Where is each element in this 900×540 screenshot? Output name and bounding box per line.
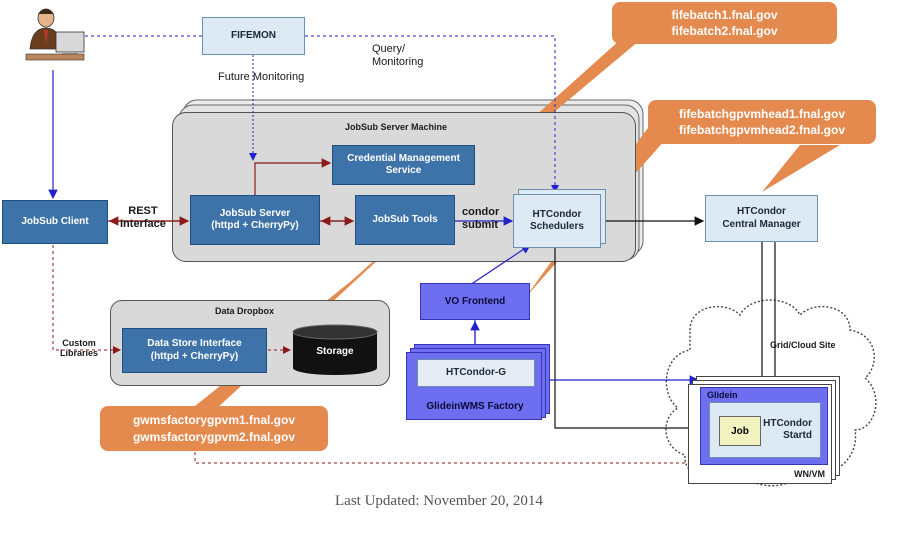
custom-libraries-line1: Custom: [62, 338, 96, 348]
custom-libraries-label: Custom Libraries: [60, 338, 98, 359]
fifemon-box[interactable]: FIFEMON: [202, 17, 305, 55]
htcondor-schedulers-box[interactable]: HTCondor Schedulers: [513, 194, 601, 248]
user-figure: [18, 4, 88, 70]
data-store-interface-label: Data Store Interface: [147, 338, 242, 349]
condor-submit-line2: submit: [462, 218, 499, 231]
htcondor-startd-label: HTCondor: [763, 417, 812, 429]
future-monitoring-label: Future Monitoring: [218, 71, 305, 83]
gpvmhead-callout: fifebatchgpvmhead1.fnal.gov fifebatchgpv…: [648, 100, 876, 144]
storage-label: Storage: [316, 346, 354, 357]
jobsub-server-sublabel: (httpd + CherryPy): [211, 220, 299, 231]
central-manager-sublabel: Central Manager: [722, 218, 801, 230]
jobsub-tools-label: JobSub Tools: [372, 213, 438, 225]
server-machine-title: JobSub Server Machine: [345, 122, 448, 132]
grid-cloud-site-label: Grid/Cloud Site: [770, 340, 836, 350]
vo-frontend-box[interactable]: VO Frontend: [420, 283, 530, 320]
wnvm-label: WN/VM: [794, 469, 825, 479]
jobsub-server-box[interactable]: JobSub Server (httpd + CherryPy): [190, 195, 320, 245]
condor-submit-label: condor submit: [462, 206, 499, 231]
htcondor-g-box[interactable]: HTCondor-G: [417, 359, 535, 387]
data-store-interface-sublabel: (httpd + CherryPy): [150, 350, 239, 362]
fifebatch-callout: fifebatch1.fnal.gov fifebatch2.fnal.gov: [612, 2, 837, 44]
jobsub-client-label: JobSub Client: [21, 215, 89, 227]
htcondor-schedulers-sublabel: Schedulers: [530, 221, 584, 232]
factory-callout: gwmsfactorygpvm1.fnal.gov gwmsfactorygpv…: [100, 406, 328, 451]
fifebatch-host-1: fifebatch1.fnal.gov: [671, 7, 778, 22]
htcondor-startd-sublabel: Startd: [783, 430, 812, 441]
central-manager-box[interactable]: HTCondor Central Manager: [705, 195, 818, 242]
job-label: Job: [731, 425, 749, 437]
vo-frontend-label: VO Frontend: [444, 296, 506, 307]
job-box[interactable]: Job: [719, 416, 761, 446]
storage-cylinder[interactable]: Storage: [292, 324, 378, 376]
credential-management-label: Credential Management Service: [347, 152, 460, 177]
jobsub-server-label: JobSub Server: [219, 207, 291, 219]
rest-line1: REST: [128, 205, 158, 217]
data-store-interface-box[interactable]: Data Store Interface (httpd + CherryPy): [122, 328, 267, 373]
last-updated-text: Last Updated: November 20, 2014: [335, 493, 543, 509]
jobsub-tools-box[interactable]: JobSub Tools: [355, 195, 455, 245]
central-manager-label: HTCondor: [737, 206, 786, 217]
credential-management-box[interactable]: Credential Management Service: [332, 145, 475, 185]
fifebatch-callout-pointer-2: [762, 145, 840, 192]
htcondor-schedulers-label: HTCondor: [532, 208, 582, 220]
glidein-box[interactable]: Glidein HTCondor Startd Job: [700, 387, 828, 465]
factory-host-2: gwmsfactorygpvm2.fnal.gov: [132, 429, 296, 444]
glideinwms-factory-box[interactable]: HTCondor-G GlideinWMS Factory: [406, 352, 542, 420]
fifemon-label: FIFEMON: [231, 29, 276, 41]
data-dropbox-title: Data Dropbox: [215, 306, 275, 316]
gpvmhead-host-2: fifebatchgpvmhead2.fnal.gov: [678, 123, 846, 137]
gpvmhead-host-1: fifebatchgpvmhead1.fnal.gov: [678, 106, 846, 121]
factory-host-1: gwmsfactorygpvm1.fnal.gov: [132, 413, 296, 428]
htcondor-g-label: HTCondor-G: [446, 366, 506, 378]
condor-submit-line1: condor: [462, 206, 500, 218]
query-monitoring-label: Query/ Monitoring: [372, 43, 424, 68]
jobsub-client-box[interactable]: JobSub Client: [2, 200, 108, 244]
rest-interface-label: REST Interface: [120, 205, 166, 230]
glideinwms-factory-label: GlideinWMS Factory: [426, 401, 524, 412]
fifebatch-host-2: fifebatch2.fnal.gov: [671, 24, 778, 38]
custom-libraries-line2: Libraries: [60, 348, 99, 359]
rest-line2: Interface: [120, 217, 166, 230]
glidein-label: Glidein: [707, 390, 738, 400]
